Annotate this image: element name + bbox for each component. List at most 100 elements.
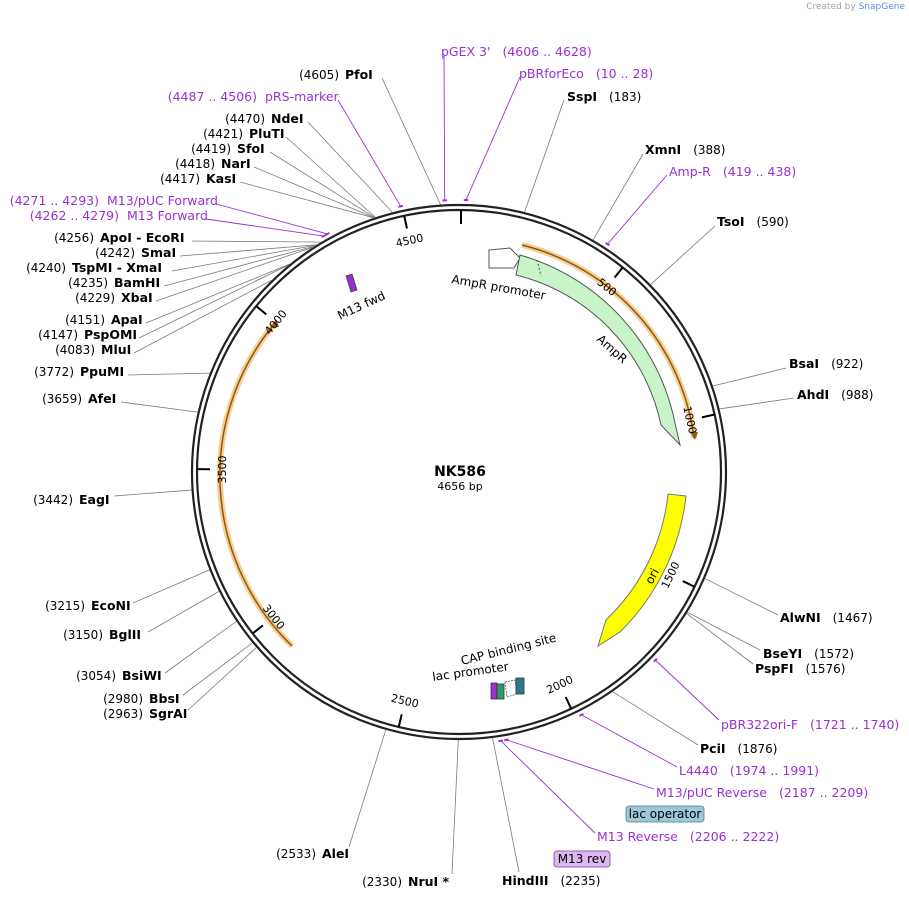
enzyme-position: (4470)	[225, 112, 265, 126]
leader-layer	[113, 55, 795, 875]
primer-prs-marker[interactable]: pRS-marker(4487 .. 4506)	[168, 89, 340, 104]
ampr-gene	[515, 254, 681, 447]
enzyme-leader-apai	[145, 263, 291, 324]
primer-name: M13 Forward	[127, 208, 208, 223]
enzyme-site-pspfi[interactable]: PspFI(1576)	[755, 661, 845, 676]
enzyme-position: (4242)	[95, 246, 135, 260]
enzyme-name: HindIII	[502, 873, 549, 888]
enzyme-site-nrui[interactable]: NruI *(2330)	[362, 874, 449, 889]
tick-mark	[403, 215, 408, 229]
primer-name: M13 Reverse	[597, 829, 678, 844]
backbone-inner	[195, 208, 723, 736]
lac-promoter-block	[504, 679, 518, 698]
enzyme-site-ndei[interactable]: NdeI(4470)	[225, 111, 303, 126]
enzyme-site-tsoi[interactable]: TsoI(590)	[717, 214, 789, 229]
enzyme-site-bsai[interactable]: BsaI(922)	[789, 356, 863, 371]
primer-pbrforeco[interactable]: pBRforEco(10 .. 28)	[519, 66, 653, 81]
enzyme-position: (3772)	[34, 365, 74, 379]
enzyme-site-tspmi-xmai[interactable]: TspMI - XmaI(4240)	[26, 260, 162, 275]
enzyme-position: (4229)	[75, 291, 115, 305]
primer-m13-puc-reverse[interactable]: M13/pUC Reverse(2187 .. 2209)	[656, 785, 868, 800]
enzyme-name: EagI	[79, 492, 110, 507]
primer-amp-r[interactable]: Amp-R(419 .. 438)	[669, 164, 796, 179]
enzyme-site-pcii[interactable]: PciI(1876)	[700, 741, 777, 756]
primer-pgex-3[interactable]: pGEX 3'(4606 .. 4628)	[441, 44, 592, 59]
primer-leader-pbr322ori-f	[655, 659, 720, 721]
enzyme-position: (1876)	[738, 742, 778, 756]
primer-m13-reverse[interactable]: M13 Reverse(2206 .. 2222)	[597, 829, 779, 844]
enzyme-site-pluti[interactable]: PluTI(4421)	[203, 126, 284, 141]
enzyme-site-alwni[interactable]: AlwNI(1467)	[780, 610, 873, 625]
m13-rev-box	[553, 850, 611, 868]
enzyme-name: KasI	[206, 171, 236, 186]
enzyme-site-bsiwi[interactable]: BsiWI(3054)	[76, 668, 162, 683]
primer-m13-puc-forward[interactable]: M13/pUC Forward(4271 .. 4293)	[10, 193, 218, 208]
enzyme-leader-xbai	[155, 246, 314, 302]
primer-pbr322ori-f[interactable]: pBR322ori-F(1721 .. 1740)	[721, 717, 899, 732]
enzyme-leader-smai	[179, 244, 317, 257]
enzyme-site-afei[interactable]: AfeI(3659)	[42, 391, 116, 406]
orf-arrow-ampr	[690, 432, 698, 440]
enzyme-site-bglii[interactable]: BglII(3150)	[63, 627, 141, 642]
enzyme-site-sgrai[interactable]: SgrAI(2963)	[103, 706, 187, 721]
enzyme-site-apoi-ecori[interactable]: ApoI - EcoRI(4256)	[54, 230, 184, 245]
primer-leader-m13-forward	[205, 218, 324, 237]
enzyme-name: BsiWI	[122, 668, 162, 683]
enzyme-leader-tspmi-xmai	[171, 244, 317, 272]
primer-leader-pbrforeco	[465, 76, 521, 201]
enzyme-site-sfoi[interactable]: SfoI(4419)	[191, 141, 265, 156]
enzyme-site-xbai[interactable]: XbaI(4229)	[75, 290, 153, 305]
enzyme-position: (3442)	[33, 493, 73, 507]
enzyme-leader-mlui	[133, 279, 272, 354]
enzyme-site-mlui[interactable]: MluI(4083)	[55, 342, 131, 357]
enzyme-position: (922)	[831, 357, 863, 371]
enzyme-site-xmni[interactable]: XmnI(388)	[645, 142, 726, 157]
enzyme-position: (3215)	[45, 599, 85, 613]
enzyme-site-alei[interactable]: AleI(2533)	[276, 846, 349, 861]
tick-mark	[701, 413, 715, 419]
enzyme-site-econi[interactable]: EcoNI(3215)	[45, 598, 131, 613]
enzyme-site-bamhi[interactable]: BamHI(4235)	[68, 275, 160, 290]
enzyme-site-apai[interactable]: ApaI(4151)	[65, 312, 143, 327]
enzyme-position: (4083)	[55, 343, 95, 357]
primer-mark-pbr322ori-f	[653, 657, 658, 663]
enzyme-leader-afei	[120, 401, 198, 413]
enzyme-site-pspomi[interactable]: PspOMI(4147)	[38, 327, 137, 342]
primer-l4440[interactable]: L4440(1974 .. 1991)	[679, 763, 819, 778]
enzyme-position: (4235)	[68, 276, 108, 290]
enzyme-site-hindiii[interactable]: HindIII(2235)	[502, 873, 600, 888]
enzyme-site-smai[interactable]: SmaI(4242)	[95, 245, 176, 260]
enzyme-site-nari[interactable]: NarI(4418)	[175, 156, 251, 171]
tick-mark	[397, 714, 403, 728]
enzyme-site-bbsi[interactable]: BbsI (2980)	[103, 691, 179, 706]
enzyme-name: PluTI	[249, 126, 285, 141]
primer-range: (4487 .. 4506)	[168, 89, 257, 104]
primer-mark-l4440	[579, 712, 584, 717]
enzyme-leader-bseyi	[687, 611, 761, 651]
tick-mark	[255, 305, 267, 316]
enzyme-position: (4256)	[54, 231, 94, 245]
primer-mark-m13-forward	[321, 234, 327, 239]
enzyme-site-bseyi[interactable]: BseYI(1572)	[763, 646, 854, 661]
tick-mark	[613, 266, 624, 279]
enzyme-leader-eagi	[113, 489, 192, 497]
enzyme-leader-ahdi	[719, 397, 795, 410]
tick-mark	[682, 580, 695, 588]
enzyme-site-sspi[interactable]: SspI(183)	[567, 89, 641, 104]
enzyme-name: XmnI	[645, 142, 681, 157]
m13-fwd-arrow	[345, 273, 358, 293]
m13-fwd-label: M13 fwd	[335, 289, 387, 323]
enzyme-name: SfoI	[237, 141, 265, 156]
enzyme-site-ahdi[interactable]: AhdI(988)	[797, 387, 873, 402]
enzyme-site-pfoi[interactable]: PfoI(4605)	[299, 67, 373, 82]
enzyme-position: (2980)	[103, 692, 143, 706]
enzyme-site-kasi[interactable]: KasI(4417)	[160, 171, 236, 186]
enzyme-site-ppumi[interactable]: PpuMI(3772)	[34, 364, 124, 379]
plasmid-name: NK586	[434, 464, 486, 480]
primer-name: pBR322ori-F	[721, 717, 798, 732]
enzyme-name: BbsI	[149, 691, 180, 706]
enzyme-leader-alwni	[704, 578, 779, 616]
enzyme-site-eagi[interactable]: EagI (3442)	[33, 492, 109, 507]
primer-m13-forward[interactable]: M13 Forward(4262 .. 4279)	[30, 208, 208, 223]
enzyme-name: NarI	[221, 156, 251, 171]
